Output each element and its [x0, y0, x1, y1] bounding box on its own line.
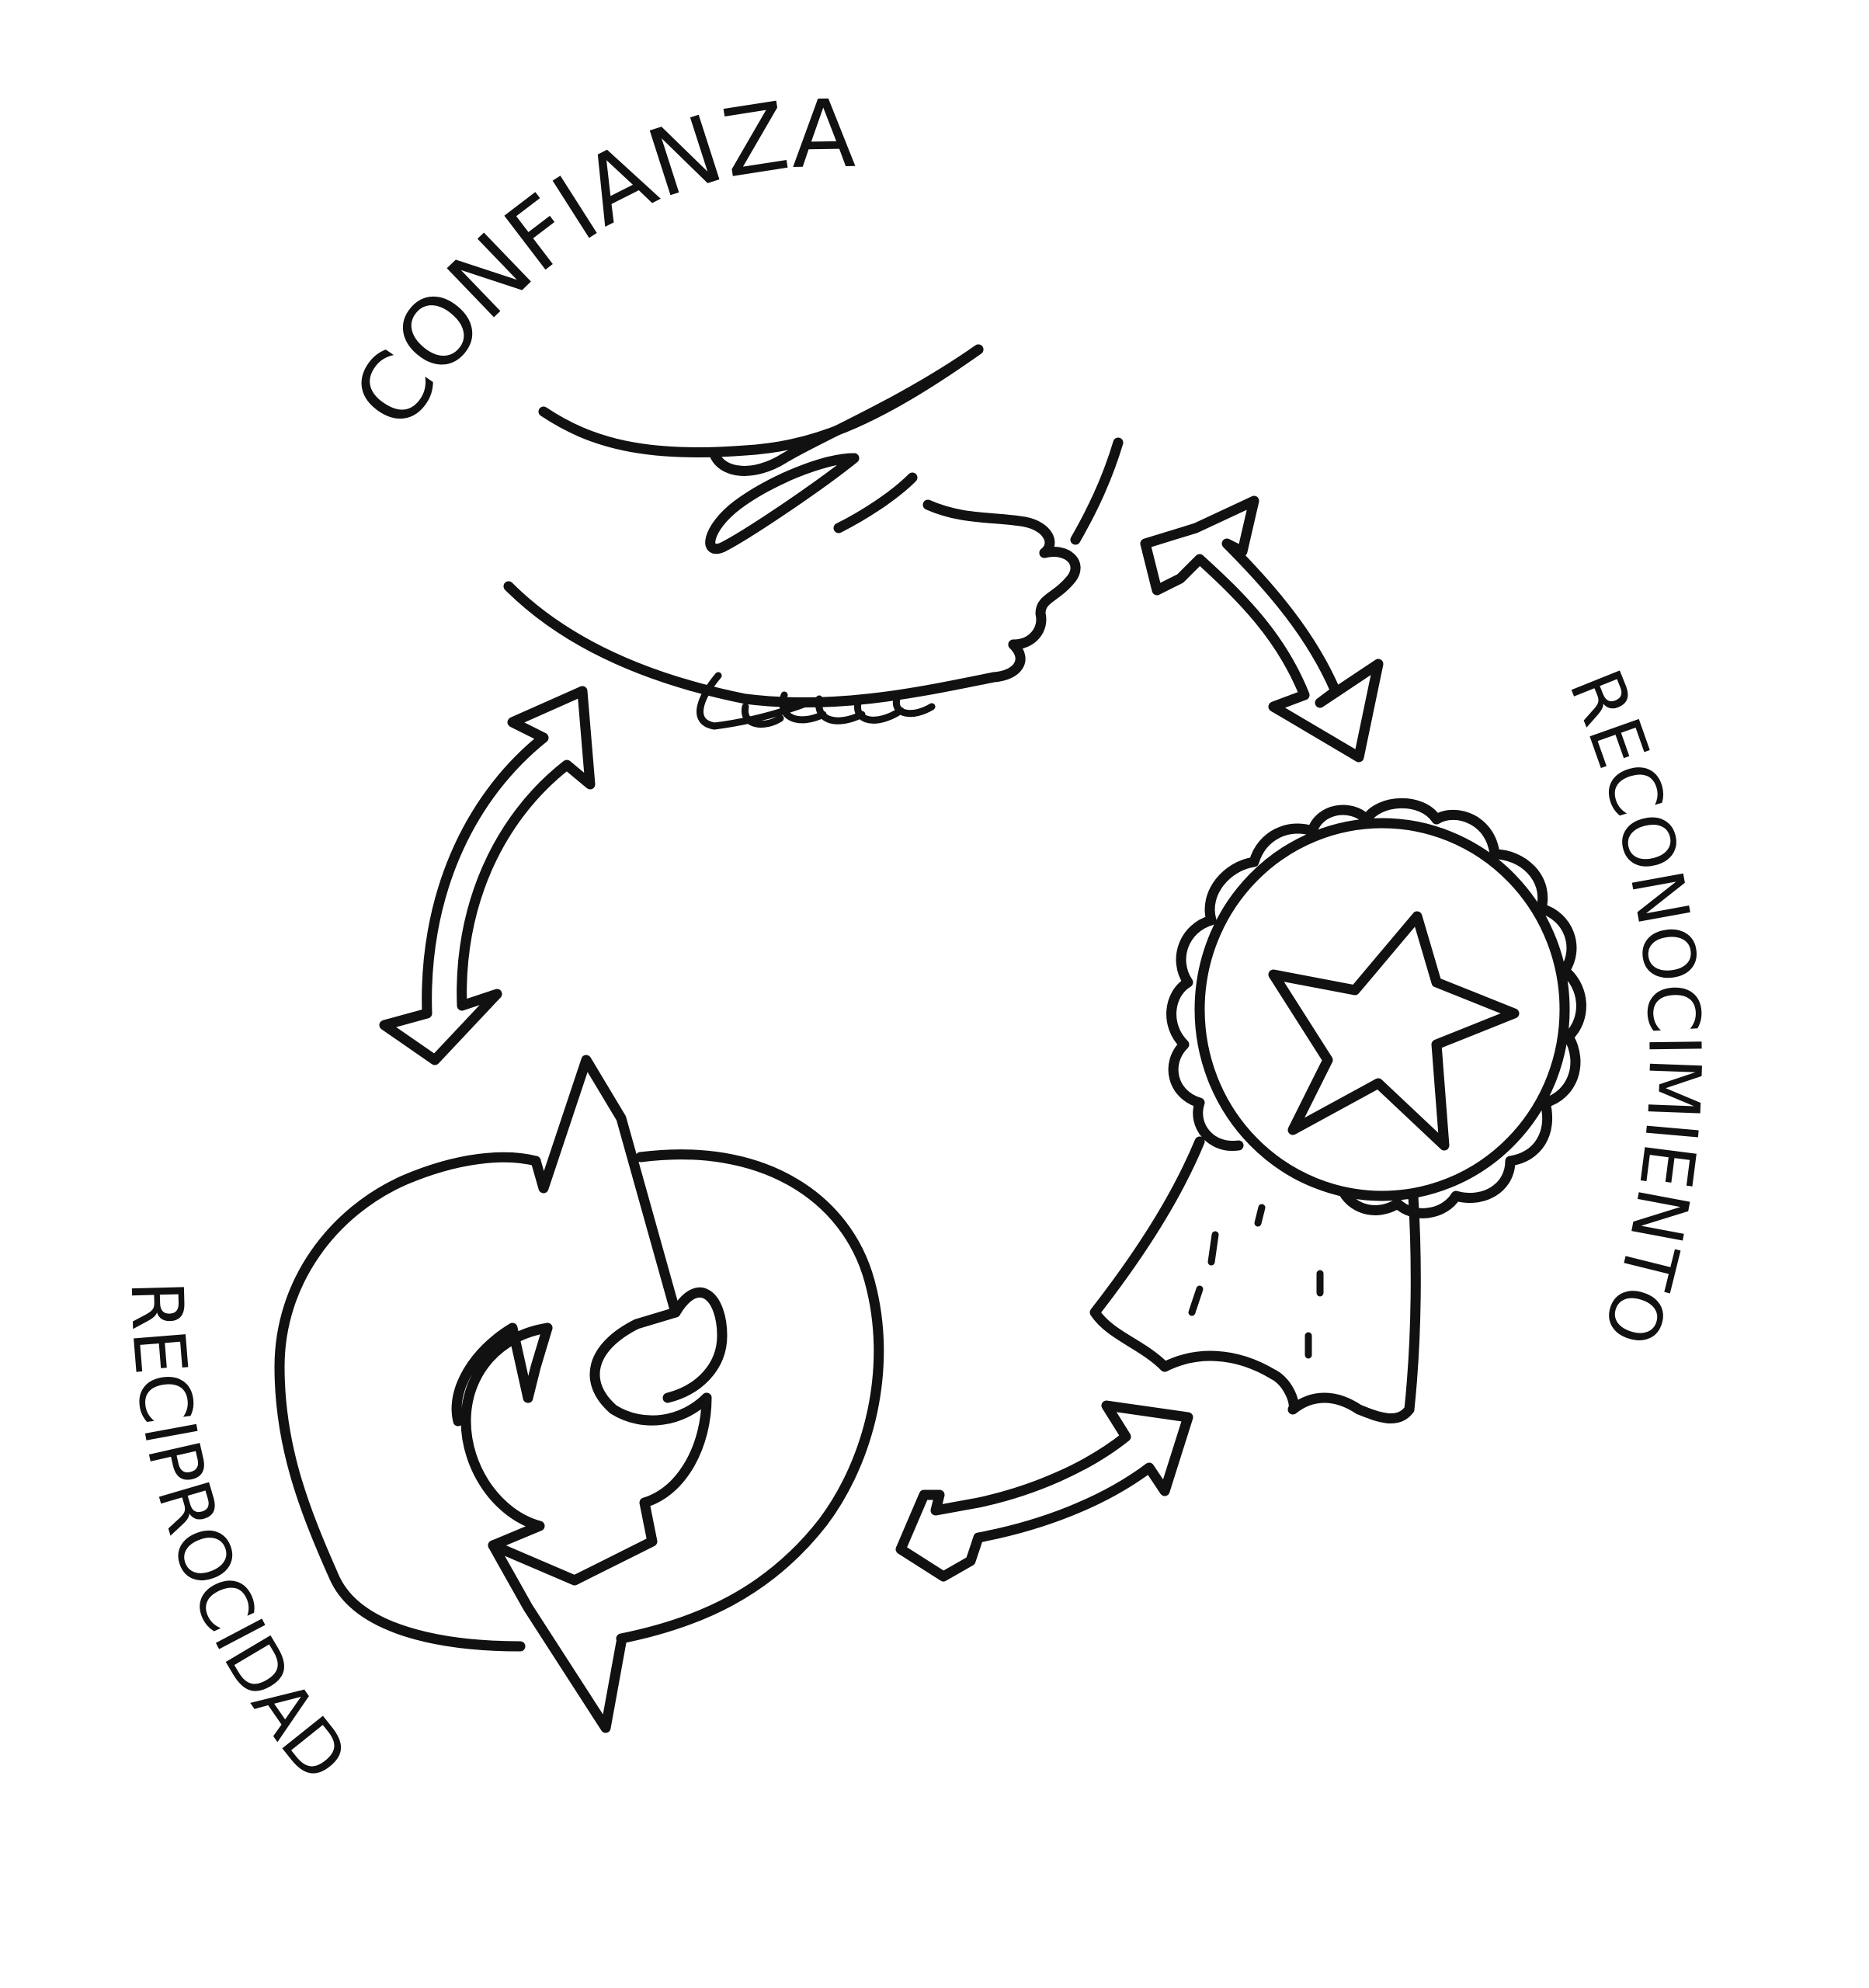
double-arrow-confianza-reconocimiento [1140, 495, 1384, 763]
handshake-icon [503, 344, 1124, 730]
double-arrow-reconocimiento-reciprocidad [895, 1400, 1193, 1582]
node-label-confianza: CONFIANZA [333, 81, 857, 447]
award-ribbon-icon [1089, 798, 1586, 1424]
cycle-arrows-icon [274, 1055, 884, 1733]
node-label-reciprocidad: RECIPROCIDAD [115, 1280, 364, 1797]
double-arrow-reciprocidad-confianza [379, 686, 596, 1065]
